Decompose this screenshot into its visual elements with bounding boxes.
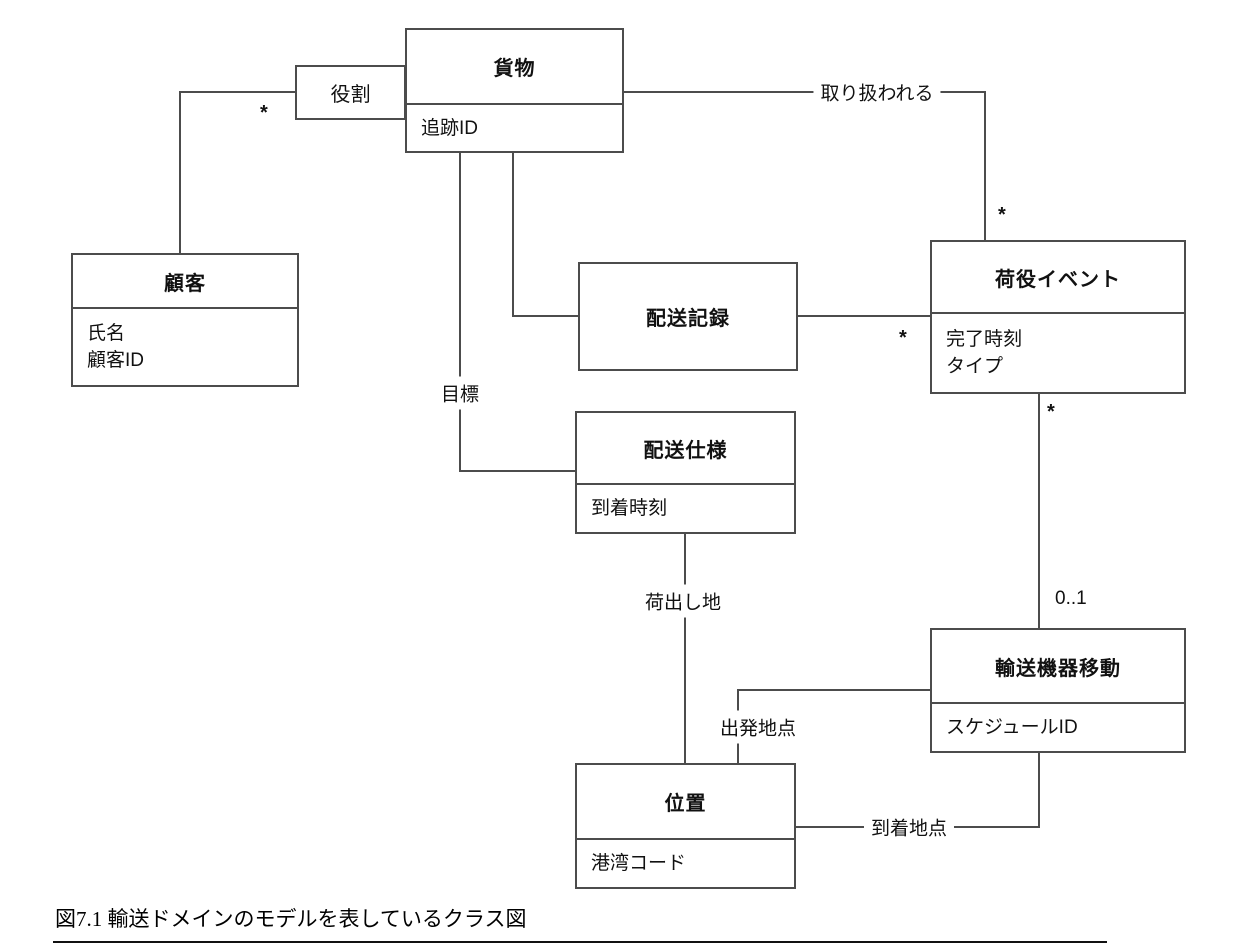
connector-location-arrival-vertical bbox=[1038, 752, 1040, 828]
class-cargo-title: 貨物 bbox=[407, 30, 622, 105]
class-carrier-movement-title: 輸送機器移動 bbox=[932, 630, 1184, 704]
connector-cargo-handling-horizontal bbox=[623, 91, 985, 93]
class-location-attributes: 港湾コード bbox=[577, 840, 794, 887]
attribute: 完了時刻 bbox=[946, 329, 1023, 350]
association-label-shipping-origin: 荷出し地 bbox=[637, 584, 729, 618]
attribute: 氏名 bbox=[87, 323, 126, 344]
association-label-goal: 目標 bbox=[433, 376, 487, 410]
class-carrier-movement-attributes: スケジュールID bbox=[932, 704, 1184, 751]
multiplicity-history-handling: * bbox=[899, 327, 907, 349]
multiplicity-customer-cargo: * bbox=[260, 102, 268, 124]
attribute: スケジュールID bbox=[946, 717, 1078, 738]
class-location: 位置 港湾コード bbox=[575, 763, 796, 889]
attribute: タイプ bbox=[946, 356, 1004, 377]
class-delivery-spec-title: 配送仕様 bbox=[577, 413, 794, 485]
attribute: 顧客ID bbox=[87, 350, 145, 371]
attribute: 到着時刻 bbox=[591, 498, 668, 519]
connector-customer-role-horizontal bbox=[180, 91, 295, 93]
association-label-arrival-point: 到着地点 bbox=[863, 810, 955, 844]
connector-cargo-history-horizontal bbox=[512, 315, 579, 317]
class-cargo: 貨物 追跡ID bbox=[405, 28, 624, 153]
class-customer-title: 顧客 bbox=[73, 255, 297, 309]
class-location-title: 位置 bbox=[577, 765, 794, 840]
qualifier-role: 役割 bbox=[295, 65, 406, 120]
association-label-handled: 取り扱われる bbox=[813, 75, 941, 109]
page-rule bbox=[53, 941, 1107, 943]
multiplicity-handling-movement: * bbox=[1047, 401, 1055, 423]
connector-history-handling bbox=[797, 315, 931, 317]
class-carrier-movement: 輸送機器移動 スケジュールID bbox=[930, 628, 1186, 753]
class-handling-event: 荷役イベント 完了時刻 タイプ bbox=[930, 240, 1186, 394]
multiplicity-cargo-handling: * bbox=[998, 204, 1006, 226]
connector-customer-role-vertical bbox=[179, 91, 181, 254]
class-customer-attributes: 氏名 顧客ID bbox=[73, 309, 297, 385]
class-customer: 顧客 氏名 顧客ID bbox=[71, 253, 299, 387]
class-delivery-spec: 配送仕様 到着時刻 bbox=[575, 411, 796, 534]
class-handling-event-attributes: 完了時刻 タイプ bbox=[932, 314, 1184, 392]
class-delivery-spec-attributes: 到着時刻 bbox=[577, 485, 794, 532]
class-cargo-attributes: 追跡ID bbox=[407, 105, 622, 151]
connector-handling-movement bbox=[1038, 392, 1040, 629]
connector-cargo-goal-vertical bbox=[459, 152, 461, 472]
connector-movement-departure-horizontal bbox=[737, 689, 931, 691]
connector-cargo-handling-vertical bbox=[984, 91, 986, 241]
class-delivery-history: 配送記録 bbox=[578, 262, 798, 371]
attribute: 港湾コード bbox=[591, 853, 687, 874]
class-handling-event-title: 荷役イベント bbox=[932, 242, 1184, 314]
attribute: 追跡ID bbox=[421, 117, 479, 139]
multiplicity-movement-handling: 0..1 bbox=[1055, 588, 1087, 609]
connector-cargo-history-vertical bbox=[512, 152, 514, 317]
figure-caption: 図7.1 輸送ドメインのモデルを表しているクラス図 bbox=[55, 907, 527, 931]
connector-cargo-goal-horizontal bbox=[459, 470, 577, 472]
connector-spec-location bbox=[684, 533, 686, 764]
association-label-departure-point: 出発地点 bbox=[712, 710, 804, 744]
